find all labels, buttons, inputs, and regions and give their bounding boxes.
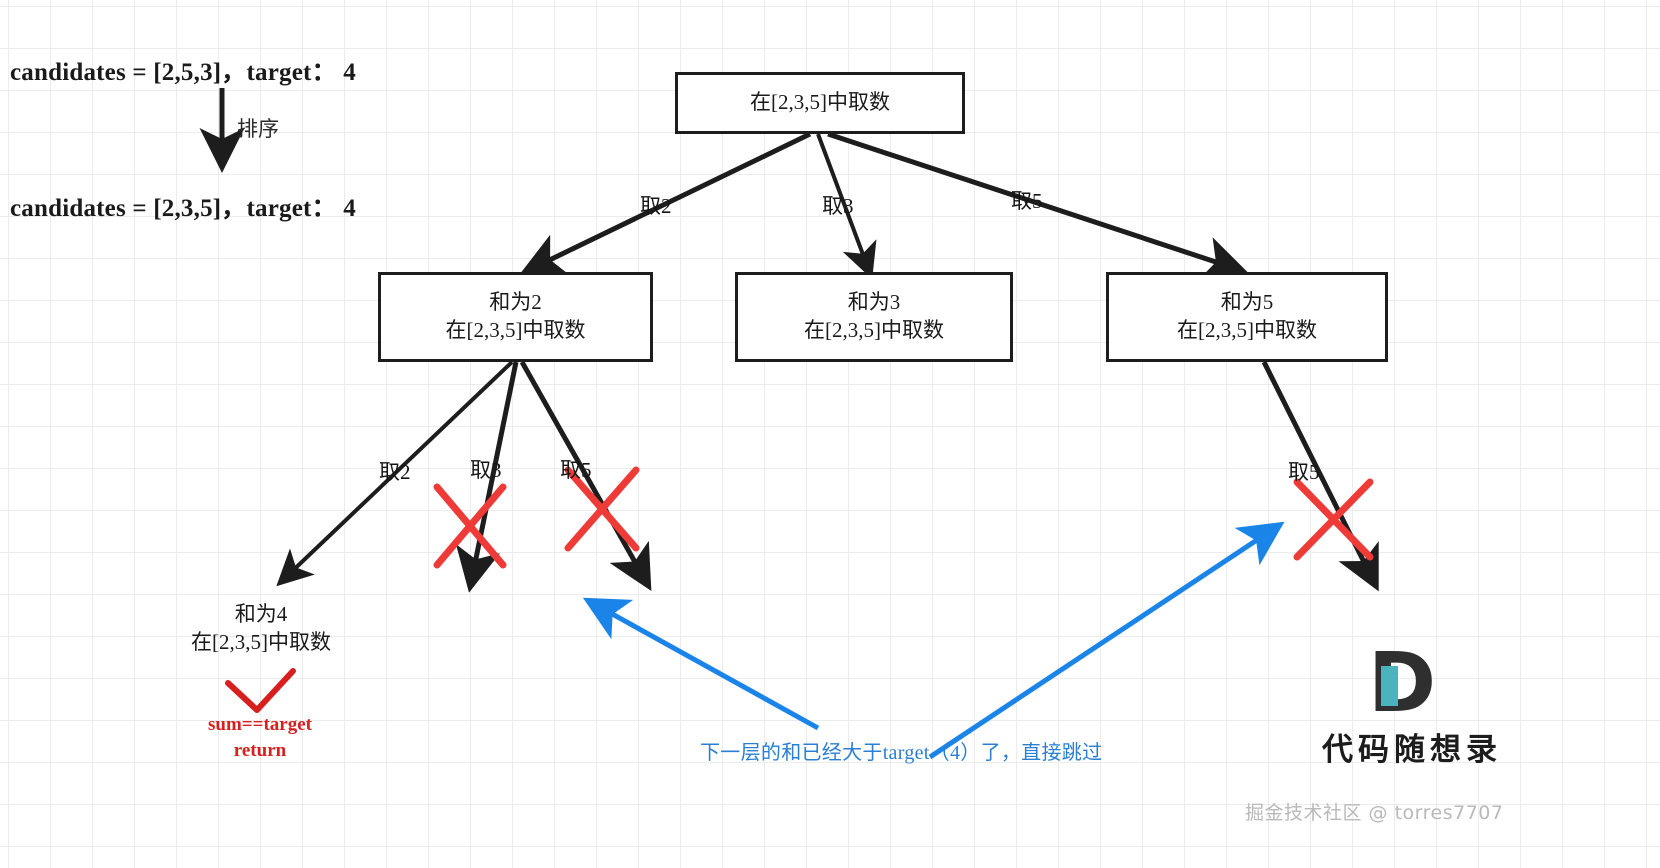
node-sum-5-pick: 在[2,3,5]中取数 xyxy=(1177,318,1317,342)
watermark-text: 掘金技术社区 @ torres7707 xyxy=(1245,802,1504,824)
logo-letter: D xyxy=(1368,636,1437,731)
node-sum-4-sum: 和为4 xyxy=(234,601,288,626)
node-sum-2-sum: 和为2 xyxy=(489,290,542,315)
node-sum-4-pick: 在[2,3,5]中取数 xyxy=(191,630,331,654)
node-root-text: 在[2,3,5]中取数 xyxy=(750,90,890,115)
edge-label-sum2-pick3: 取3 xyxy=(470,458,502,482)
success-annotation: sum==target return xyxy=(190,712,330,763)
candidates-unsorted-label: candidates = [2,5,3]，target： 4 xyxy=(10,59,356,86)
node-sum-3-sum: 和为3 xyxy=(847,290,901,315)
logo-teal-bar xyxy=(1381,666,1398,706)
red-cross-pick3-icon xyxy=(433,483,507,569)
red-cross-right-pick5-icon xyxy=(1293,478,1374,561)
edge-root-to-sum2 xyxy=(519,131,812,276)
node-sum-3[interactable]: 和为3 在[2,3,5]中取数 xyxy=(735,272,1013,362)
edge-label-root-pick3: 取3 xyxy=(822,194,854,218)
blue-arrow-right xyxy=(928,521,1285,760)
candidates-sorted-label: candidates = [2,3,5]，target： 4 xyxy=(10,195,356,222)
node-sum-2[interactable]: 和为2 在[2,3,5]中取数 xyxy=(378,272,653,362)
brand-logo: D 代码随想录 xyxy=(1322,636,1502,769)
node-sum-5-sum: 和为5 xyxy=(1220,290,1274,315)
node-sum-2-pick: 在[2,3,5]中取数 xyxy=(445,318,586,342)
node-sum-5[interactable]: 和为5 在[2,3,5]中取数 xyxy=(1106,272,1388,362)
node-root[interactable]: 在[2,3,5]中取数 xyxy=(675,72,965,134)
logo-d-icon: D xyxy=(1368,636,1456,731)
edge-label-sum2-pick2: 取2 xyxy=(379,460,411,484)
red-check-icon xyxy=(225,668,296,713)
success-annotation-line1: sum==target xyxy=(208,714,312,735)
node-sum-4-leaf[interactable]: 和为4 在[2,3,5]中取数 xyxy=(166,598,356,658)
edge-label-sum5-pick5: 取5 xyxy=(1288,460,1320,484)
prune-annotation-text: 下一层的和已经大于target（4）了，直接跳过 xyxy=(700,742,1103,764)
success-annotation-line2: return xyxy=(233,739,287,761)
edge-label-sum2-pick5: 取5 xyxy=(560,458,592,482)
edge-label-root-pick5: 取5 xyxy=(1011,189,1043,213)
logo-brand-text: 代码随想录 xyxy=(1322,732,1502,768)
sort-arrow-label: 排序 xyxy=(237,117,279,141)
blue-arrow-left xyxy=(582,597,820,731)
edge-label-root-pick2: 取2 xyxy=(640,194,672,218)
node-sum-3-pick: 在[2,3,5]中取数 xyxy=(804,318,944,342)
